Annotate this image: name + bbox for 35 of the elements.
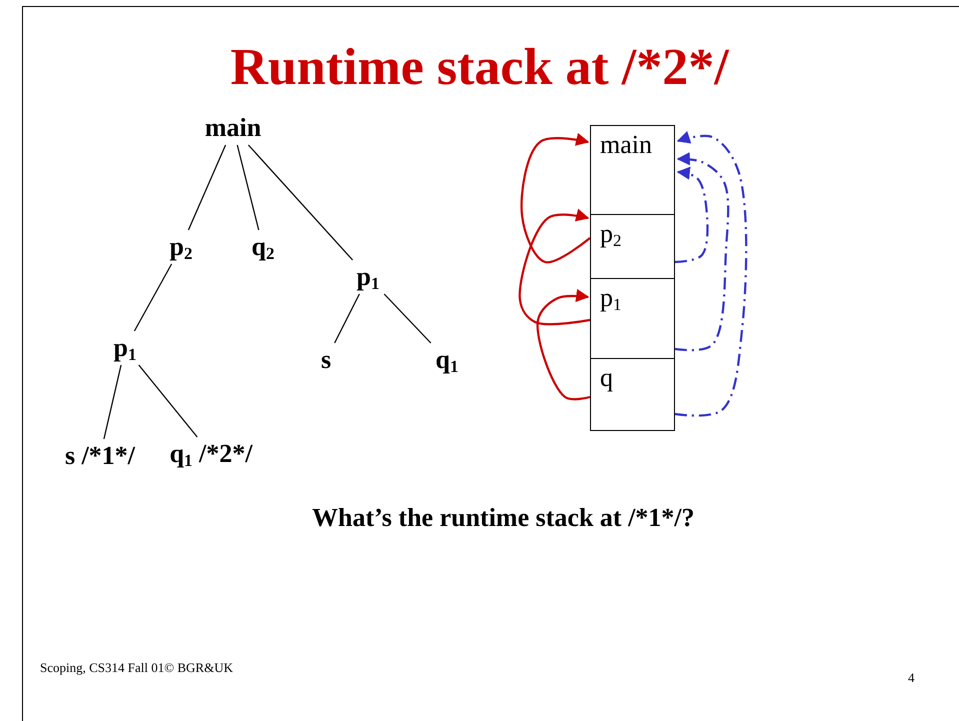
control-link-arrow	[518, 208, 590, 326]
footer-text: Scoping, CS314 Fall 01© BGR&UK	[40, 660, 233, 676]
stack-frame	[590, 214, 675, 279]
tree-line	[384, 294, 432, 344]
stack-frame	[590, 125, 675, 215]
tree-node-label: s	[311, 345, 341, 375]
tree-line	[134, 264, 172, 332]
tree-node-label: s /*1*/	[50, 441, 150, 471]
control-link-arrow	[520, 132, 591, 264]
tree-line	[236, 144, 260, 230]
tree-line	[103, 364, 122, 440]
page-number: 4	[908, 670, 914, 686]
tree-node-label: p$_{2}$	[161, 232, 201, 262]
tree-node-label: p$_{1}$	[105, 333, 145, 363]
control-link-arrow	[536, 288, 590, 400]
frame-label: main	[600, 130, 652, 159]
tree-line	[138, 364, 198, 438]
tree-node-label: q$_{2}$	[243, 232, 283, 262]
slide-title: Runtime stack at /*2*/	[229, 38, 730, 98]
frame-label: p$_{2}$	[600, 219, 622, 248]
stack-frame	[590, 278, 675, 359]
tree-line	[334, 294, 360, 344]
tree-line	[248, 144, 354, 260]
question-text: What’s the runtime stack at /*1*/?	[312, 503, 695, 533]
frame-label: q	[600, 363, 613, 392]
static-link-arrow	[674, 131, 748, 417]
tree-node-label: main	[193, 113, 273, 143]
static-link-arrow	[674, 152, 730, 352]
stack-frame	[590, 358, 675, 431]
tree-node-label: q$_{1}$ /*2*/	[156, 439, 266, 469]
tree-node-label: p$_{1}$	[348, 262, 388, 292]
tree-line	[188, 144, 226, 230]
static-link-arrow	[674, 166, 709, 264]
tree-node-label: q$_{1}$	[427, 345, 467, 375]
frame-label: p$_{1}$	[600, 283, 622, 312]
